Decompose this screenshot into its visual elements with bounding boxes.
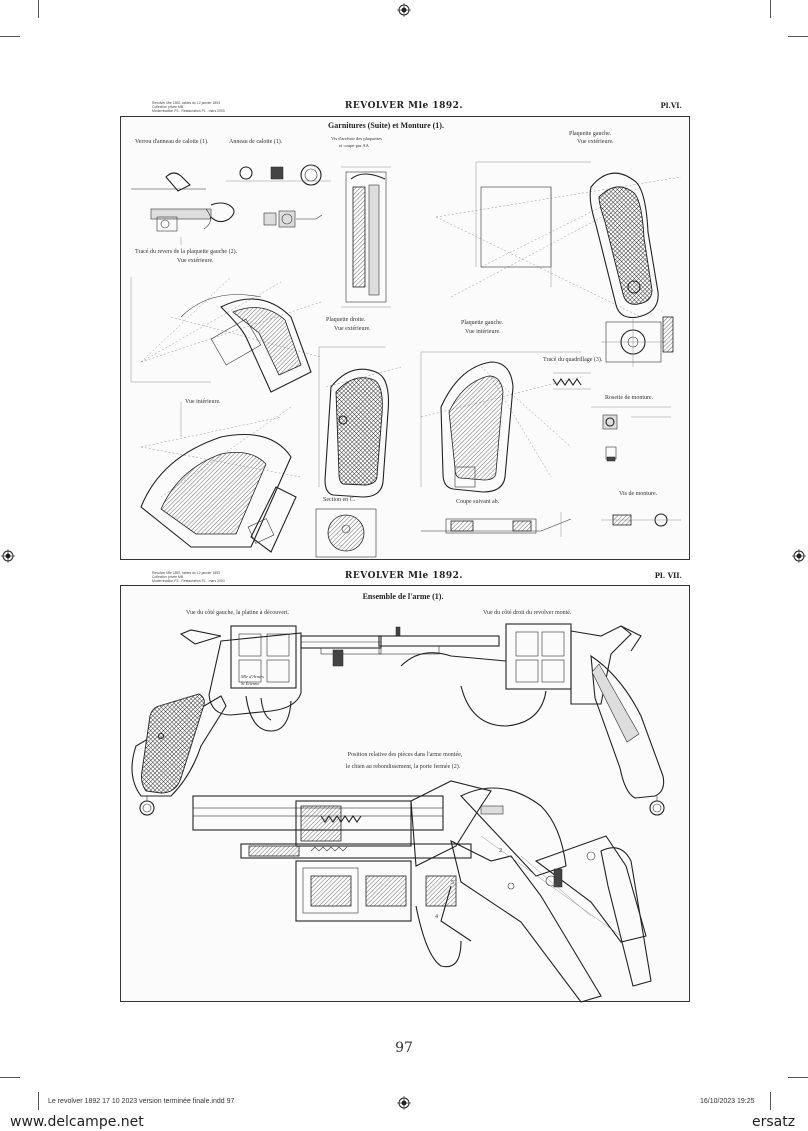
label-vis-plaquettes: Vis d'arrêtoir des plaquettes — [331, 136, 382, 141]
engraving-text: Mle d'Armes — [241, 674, 264, 679]
plate-title: REVOLVER Mle 1892. — [344, 571, 464, 581]
label-position-2: le chien au rebondissement, la porte fer… — [345, 764, 461, 770]
label-vis-monture: Vis de monture. — [619, 491, 658, 497]
registration-mark-icon — [397, 1096, 411, 1110]
trace-revers-drawing — [130, 276, 322, 393]
crop-mark — [770, 1092, 771, 1110]
plate-number: Pl. VII. — [654, 571, 682, 580]
registration-mark-icon — [397, 3, 411, 17]
technical-drawing-top — [130, 161, 682, 558]
slug-left: Le revolver 1892 17 10 2023 version term… — [48, 1098, 235, 1105]
plate-header: Revolver Mle 1892, tables du 12 janvier … — [120, 571, 688, 585]
meta-line: Collection privée MB — [152, 575, 184, 579]
quadrillage-rosette-vis — [552, 372, 681, 527]
page-number: 97 — [395, 1040, 413, 1056]
label-vis-anneau: Verrou d'anneau de calotte (1). — [135, 139, 209, 145]
crop-mark — [38, 0, 39, 18]
label-coupe-suivant: Coupe suivant ab. — [456, 499, 500, 505]
label-vue-exterieure: Vue extérieure. — [577, 139, 614, 145]
part-number: 5 — [451, 880, 454, 886]
plate-garnitures: Garnitures (Suite) et Monture (1). Verro… — [120, 116, 690, 560]
part-number: 2 — [499, 848, 502, 854]
slug-right: 16/10/2023 19:25 — [700, 1098, 755, 1105]
plaquette-gauche-interieure-drawing — [420, 351, 582, 537]
plate-header: Revolver Mle 1892, tables du 12 janvier … — [120, 101, 688, 115]
label-plaquette-gauche-top: Plaquette gauche. — [569, 131, 612, 137]
technical-drawing-bottom — [131, 623, 665, 1003]
part-number: 4 — [435, 914, 438, 920]
meta-line: Revolver Mle 1892, tables du 12 janvier … — [152, 571, 221, 575]
registration-mark-icon — [1, 549, 15, 563]
meta-line: Revolver Mle 1892, tables du 12 janvier … — [152, 101, 221, 105]
plate-number: Pl.VI. — [660, 101, 682, 110]
watermark-left: www.delcampe.net — [10, 1114, 144, 1130]
meta-line: Collection privée MB — [152, 105, 184, 109]
engraving-text: St Étienne — [241, 681, 260, 686]
plate-ensemble: Ensemble de l'arme (1). Vue du côté gauc… — [120, 585, 690, 1003]
label-vue-interieure: Vue intérieure. — [185, 399, 221, 405]
crop-mark — [788, 36, 808, 37]
label-section-c: Section en C. — [323, 497, 356, 503]
crop-mark — [38, 1092, 39, 1110]
meta-line: Modernisation P3 - Restauration PL - mar… — [152, 109, 225, 113]
label-rosette: Rosette de monture. — [605, 395, 654, 401]
section-title: Garnitures (Suite) et Monture (1). — [328, 121, 444, 130]
plate-meta: Revolver Mle 1892, tables du 12 janvier … — [152, 571, 242, 583]
crop-mark — [770, 0, 771, 18]
watermark-right: ersatz — [752, 1114, 796, 1130]
vis-plaquettes-section — [341, 166, 391, 308]
label-plaquette-gauche-mid: Plaquette gauche. — [461, 320, 504, 326]
anneau-parts — [131, 164, 331, 245]
revolver-section-view — [192, 780, 652, 1003]
revolver-left-view — [131, 625, 401, 816]
vue-interieure-drawing — [140, 402, 302, 553]
label-vue-droit: Vue du côté droit du revolver monté. — [483, 610, 572, 616]
revolver-right-view — [378, 623, 665, 816]
label-anneau: Anneau de calotte (1). — [229, 139, 283, 145]
meta-line: Modernisation P3 - Restauration PL - mar… — [152, 579, 225, 583]
label-vis-plaquettes-2: et coupe par AA — [339, 143, 369, 148]
plaquette-gauche-drawing — [435, 161, 682, 367]
label-vue-exterieure: Vue extérieure. — [334, 326, 371, 332]
plate-meta: Revolver Mle 1892, tables du 12 janvier … — [152, 101, 242, 113]
label-vue-exterieure: Vue extérieure. — [177, 258, 214, 264]
label-trace-revers: Tracé du revers de la plaquette gauche (… — [135, 249, 238, 255]
section-title: Ensemble de l'arme (1). — [362, 592, 444, 601]
plate-title: REVOLVER Mle 1892. — [344, 101, 464, 111]
crop-mark — [0, 1077, 20, 1078]
label-vue-interieure: Vue intérieure. — [465, 329, 501, 335]
crop-mark — [788, 1077, 808, 1078]
label-vue-gauche: Vue du côté gauche, la platine à découve… — [186, 610, 290, 616]
registration-mark-icon — [792, 549, 806, 563]
plaquette-droite-drawing — [315, 346, 402, 558]
label-plaquette-droite: Plaquette droite. — [326, 317, 366, 323]
label-position-1: Position relative des pièces dans l'arme… — [347, 752, 463, 758]
crop-mark — [0, 36, 20, 37]
label-trace-quadrillage: Tracé du quadrillage (3). — [543, 357, 603, 363]
